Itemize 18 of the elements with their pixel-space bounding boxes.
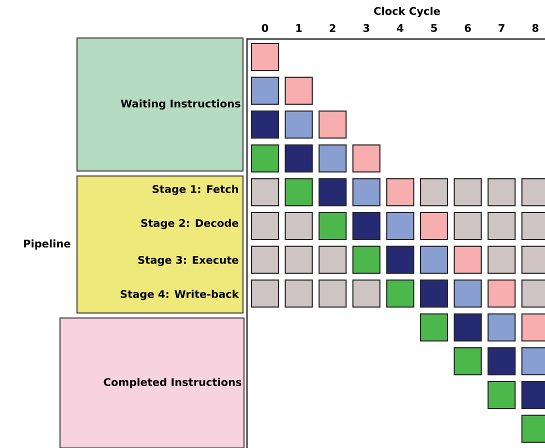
cycle-number: 2 — [330, 24, 336, 32]
cycle-number: 1 — [296, 24, 302, 32]
stage-label: Stage 2: Decode — [141, 218, 238, 230]
waiting-box: Waiting Instructions — [76, 38, 244, 172]
axis-title: Clock Cycle — [374, 6, 440, 18]
cycle-number: 7 — [498, 24, 504, 32]
stage-label: Stage 1: Fetch — [152, 184, 238, 196]
cycle-number: 8 — [532, 24, 538, 32]
cycle-number: 0 — [262, 24, 268, 32]
cycle-number: 6 — [464, 24, 471, 32]
stage-label: Stage 4: Write-back — [120, 290, 240, 300]
completed-box: Completed Instructions — [60, 318, 244, 448]
stage-label: Stage 3: Execute — [138, 256, 238, 266]
cycle-number: 4 — [397, 24, 404, 32]
cycle-number: 3 — [363, 24, 370, 32]
group-label: Pipeline — [24, 239, 70, 250]
cycle-number: 5 — [431, 24, 437, 32]
stage-box — [76, 176, 244, 314]
